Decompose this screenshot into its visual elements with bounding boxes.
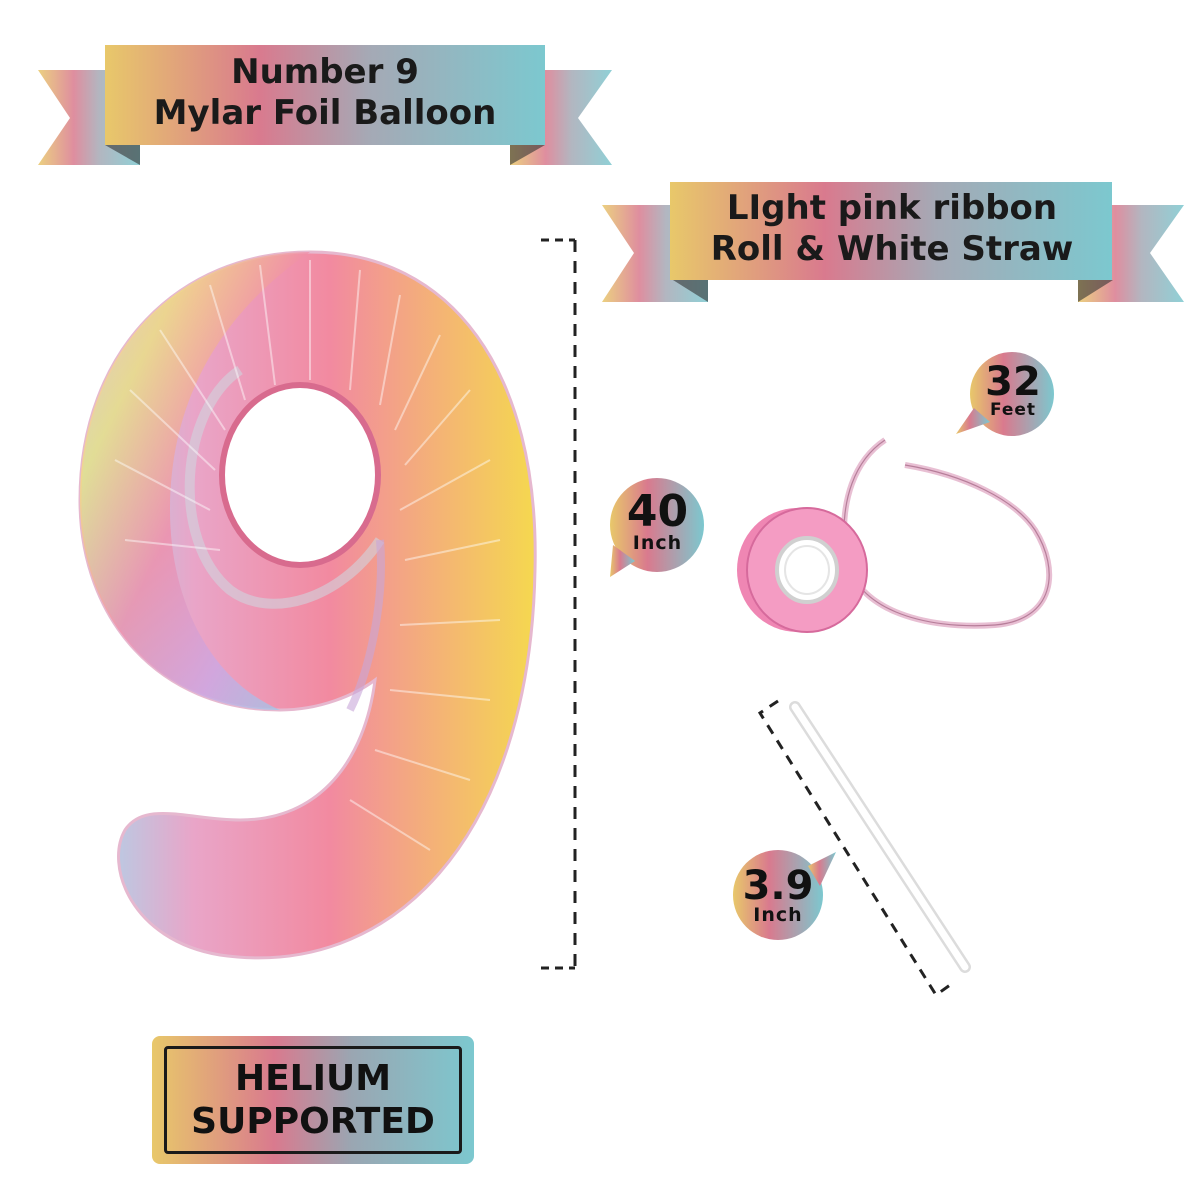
banner-top bbox=[38, 45, 612, 165]
badge-straw-value: 3.9 bbox=[742, 863, 814, 909]
white-straw-image bbox=[757, 699, 971, 998]
banner-top-line2: Mylar Foil Balloon bbox=[153, 92, 497, 133]
badge-balloon: 40 Inch bbox=[610, 490, 705, 553]
banner-right-line2: Roll & White Straw bbox=[710, 228, 1074, 269]
ribbon-roll-image bbox=[737, 437, 1053, 633]
badge-ribbon-value: 32 bbox=[985, 359, 1041, 405]
balloon-height-dimension bbox=[541, 238, 577, 970]
badge-balloon-bubble bbox=[610, 478, 704, 577]
banner-right bbox=[602, 182, 1184, 302]
badge-balloon-value: 40 bbox=[626, 486, 689, 537]
helium-supported-frame: HELIUM SUPPORTED bbox=[164, 1046, 462, 1154]
banner-top-line1: Number 9 bbox=[231, 52, 419, 92]
badge-straw-unit: Inch bbox=[753, 904, 803, 926]
helium-line1: HELIUM bbox=[234, 1057, 392, 1099]
badge-ribbon: 32 Feet bbox=[968, 362, 1058, 419]
number-9-balloon bbox=[78, 250, 537, 960]
badge-balloon-unit: Inch bbox=[632, 532, 683, 554]
badge-ribbon-unit: Feet bbox=[989, 400, 1037, 420]
banner-top-label: Number 9 Mylar Foil Balloon bbox=[110, 52, 540, 134]
badge-straw-bubble bbox=[733, 850, 836, 940]
helium-line2: SUPPORTED bbox=[191, 1101, 435, 1142]
banner-right-line1: LIght pink ribbon bbox=[726, 188, 1058, 228]
banner-right-label: LIght pink ribbon Roll & White Straw bbox=[672, 188, 1112, 270]
helium-supported-badge: HELIUM SUPPORTED bbox=[152, 1036, 474, 1164]
badge-ribbon-bubble bbox=[956, 352, 1054, 436]
badge-straw: 3.9 Inch bbox=[732, 866, 824, 925]
